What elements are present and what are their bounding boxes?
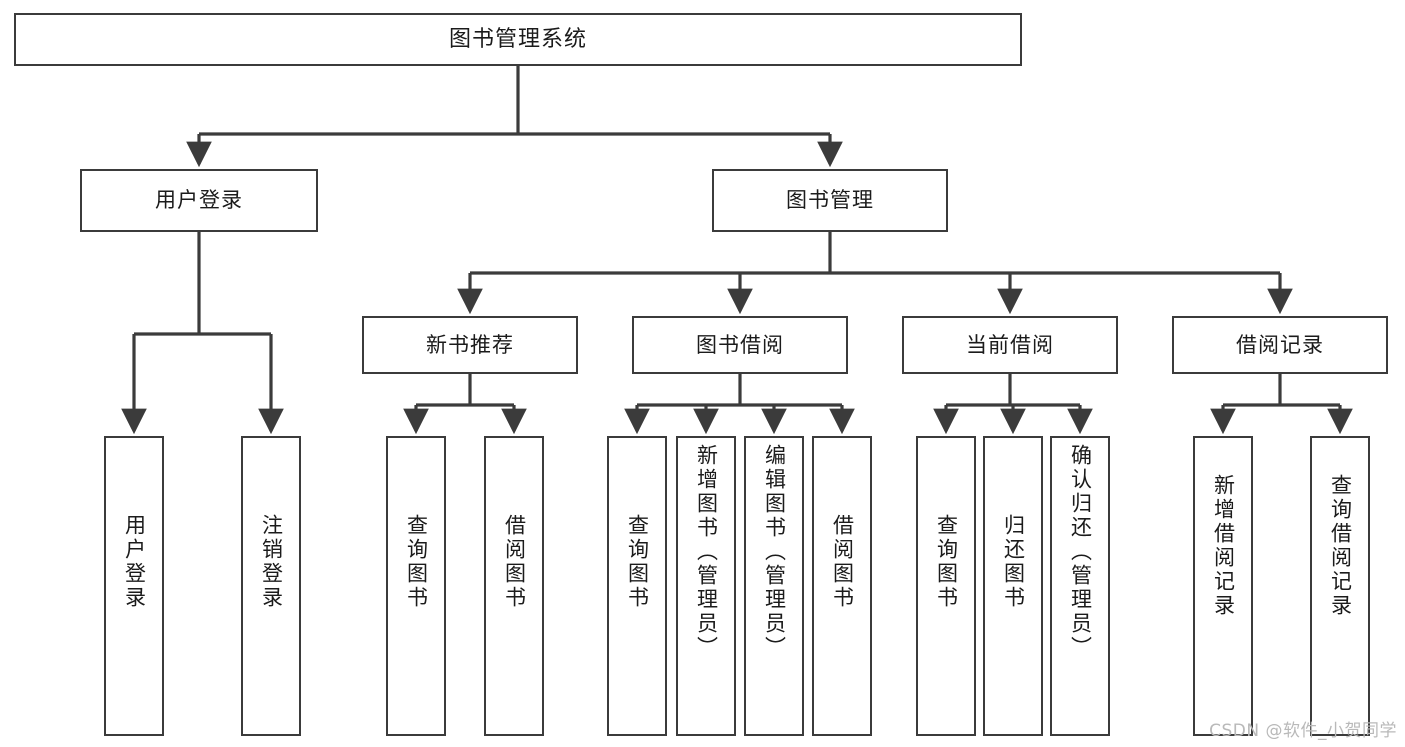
node-leaf-query-record[interactable]: 查询借阅记录 [1310,436,1370,736]
node-leaf-user-login[interactable]: 用户登录 [104,436,164,736]
node-leaf-edit-book-label: 编辑图书（管理员） [762,444,787,660]
node-new-book-rec[interactable]: 新书推荐 [362,316,578,374]
node-user-login-label: 用户登录 [155,188,243,213]
node-new-book-rec-label: 新书推荐 [426,332,514,357]
node-leaf-edit-book[interactable]: 编辑图书（管理员） [744,436,804,736]
node-leaf-query-record-label: 查询借阅记录 [1328,474,1353,618]
node-leaf-logout-label: 注销登录 [259,514,284,610]
node-leaf-borrow-book-1[interactable]: 借阅图书 [484,436,544,736]
node-leaf-confirm-return[interactable]: 确认归还（管理员） [1050,436,1110,736]
node-leaf-logout[interactable]: 注销登录 [241,436,301,736]
node-leaf-query-book-2[interactable]: 查询图书 [607,436,667,736]
node-leaf-add-record-label: 新增借阅记录 [1211,474,1236,618]
node-leaf-return-book-label: 归还图书 [1001,514,1026,610]
node-root[interactable]: 图书管理系统 [14,13,1022,66]
node-user-login[interactable]: 用户登录 [80,169,318,232]
node-leaf-add-book-label: 新增图书（管理员） [694,444,719,660]
watermark-text: CSDN @软件_小贺同学 [1209,721,1397,741]
node-leaf-query-book-1-label: 查询图书 [404,514,429,610]
node-leaf-return-book[interactable]: 归还图书 [983,436,1043,736]
node-leaf-add-book[interactable]: 新增图书（管理员） [676,436,736,736]
node-leaf-query-book-1[interactable]: 查询图书 [386,436,446,736]
node-leaf-user-login-label: 用户登录 [122,514,147,610]
node-leaf-borrow-book-1-label: 借阅图书 [502,514,527,610]
node-borrow-record[interactable]: 借阅记录 [1172,316,1388,374]
node-book-borrow[interactable]: 图书借阅 [632,316,848,374]
node-book-manage[interactable]: 图书管理 [712,169,948,232]
node-current-borrow[interactable]: 当前借阅 [902,316,1118,374]
node-book-manage-label: 图书管理 [786,188,874,213]
node-leaf-query-book-2-label: 查询图书 [625,514,650,610]
node-borrow-record-label: 借阅记录 [1236,332,1324,357]
node-current-borrow-label: 当前借阅 [966,332,1054,357]
node-leaf-add-record[interactable]: 新增借阅记录 [1193,436,1253,736]
node-leaf-borrow-book-2[interactable]: 借阅图书 [812,436,872,736]
node-leaf-borrow-book-2-label: 借阅图书 [830,514,855,610]
node-leaf-query-book-3-label: 查询图书 [934,514,959,610]
node-leaf-query-book-3[interactable]: 查询图书 [916,436,976,736]
node-book-borrow-label: 图书借阅 [696,332,784,357]
node-leaf-confirm-return-label: 确认归还（管理员） [1068,444,1093,660]
node-root-label: 图书管理系统 [448,26,587,52]
